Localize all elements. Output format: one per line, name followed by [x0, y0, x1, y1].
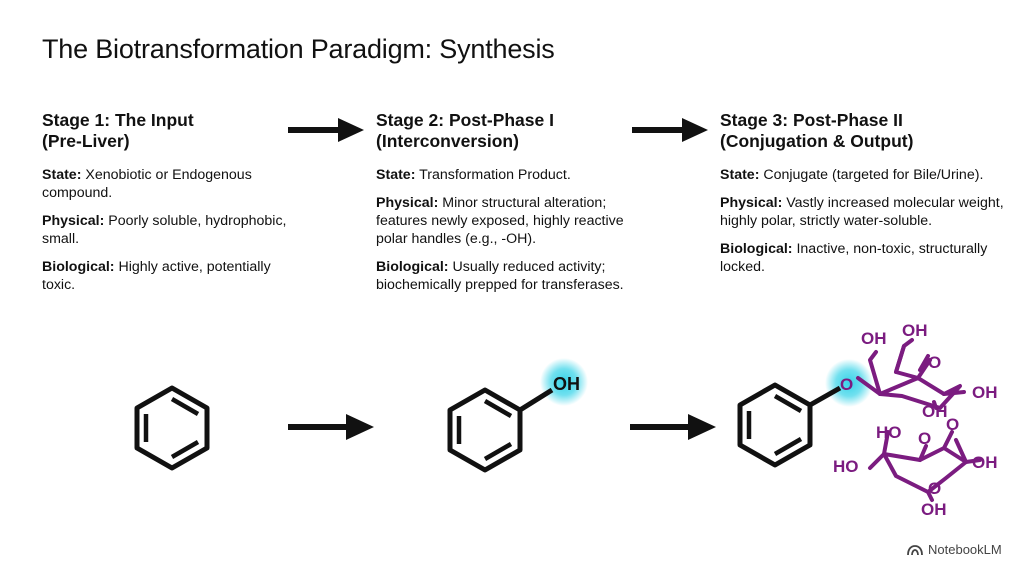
stage-1-subtitle: (Pre-Liver): [42, 131, 130, 151]
phenol-molecule: OH: [447, 358, 588, 473]
sugar1-oh-label-3: OH: [972, 383, 998, 402]
stage-2-biological: Biological: Usually reduced activity; bi…: [376, 259, 624, 293]
stage-3-state: State: Conjugate (targeted for Bile/Urin…: [720, 167, 984, 183]
stage-1-state: State: Xenobiotic or Endogenous compound…: [42, 167, 252, 201]
sugar2-oh-label-1: OH: [972, 453, 998, 472]
stage-1-physical: Physical: Poorly soluble, hydrophobic, s…: [42, 213, 287, 247]
stage-3-physical: Physical: Vastly increased molecular wei…: [720, 195, 1004, 229]
sugar1-ring-oxygen-label: O: [928, 353, 941, 372]
stage-2-heading: Stage 2: Post-Phase I (Interconversion): [376, 110, 646, 152]
stage-2-title: Stage 2: Post-Phase I: [376, 110, 554, 130]
sugar2-ho-label-1: HO: [876, 423, 902, 442]
stage-3-subtitle: (Conjugation & Output): [720, 131, 914, 151]
stage-3-heading: Stage 3: Post-Phase II (Conjugation & Ou…: [720, 110, 1020, 152]
stage-2-subtitle: (Interconversion): [376, 131, 519, 151]
sugar2-oxygen-label-2: O: [946, 415, 959, 434]
stage-1-title: Stage 1: The Input: [42, 110, 194, 130]
sugar2-oxygen-label-1: O: [918, 429, 931, 448]
brand-name: NotebookLM: [928, 542, 1002, 557]
brand-watermark: NotebookLM: [907, 542, 1002, 557]
stage-1-biological: Biological: Highly active, potentially t…: [42, 259, 271, 293]
arrow-stage2-to-stage3-top: [632, 118, 708, 142]
oh-highlight-glow: [540, 358, 588, 406]
stage-3-title: Stage 3: Post-Phase II: [720, 110, 903, 130]
stage-2-panel: Stage 2: Post-Phase I (Interconversion) …: [376, 110, 646, 304]
benzene-molecule: [134, 385, 210, 471]
sugar1-oh-label-2: OH: [902, 321, 928, 340]
sugar2-ring-oxygen-label: O: [928, 479, 941, 498]
notebooklm-logo-icon: [907, 544, 923, 555]
arrow-phenol-to-conjugate: [630, 414, 716, 440]
ether-oxygen-label: O: [840, 375, 853, 394]
sugar1-oh-label-4: OH: [922, 402, 948, 421]
sugar1-oh-label-1: OH: [861, 329, 887, 348]
phenol-oh-label: OH: [553, 374, 580, 394]
sugar2-ho-label-2: HO: [833, 457, 859, 476]
arrow-stage1-to-stage2-top: [288, 118, 364, 142]
stage-1-heading: Stage 1: The Input (Pre-Liver): [42, 110, 292, 152]
stage-2-state: State: Transformation Product.: [376, 167, 571, 183]
stage-3-biological: Biological: Inactive, non-toxic, structu…: [720, 241, 988, 275]
stage-2-physical: Physical: Minor structural alteration; f…: [376, 195, 624, 247]
sugar2-oh-label-2: OH: [921, 500, 947, 519]
page-title: The Biotransformation Paradigm: Synthesi…: [42, 34, 555, 64]
stage-1-panel: Stage 1: The Input (Pre-Liver) State: Xe…: [42, 110, 292, 304]
stage-3-panel: Stage 3: Post-Phase II (Conjugation & Ou…: [720, 110, 1020, 286]
conjugate-molecule: O OH OH O OH OH HO O O HO OH O OH: [737, 321, 998, 519]
arrow-benzene-to-phenol: [288, 414, 374, 440]
ether-oxygen-glow: [825, 359, 873, 407]
